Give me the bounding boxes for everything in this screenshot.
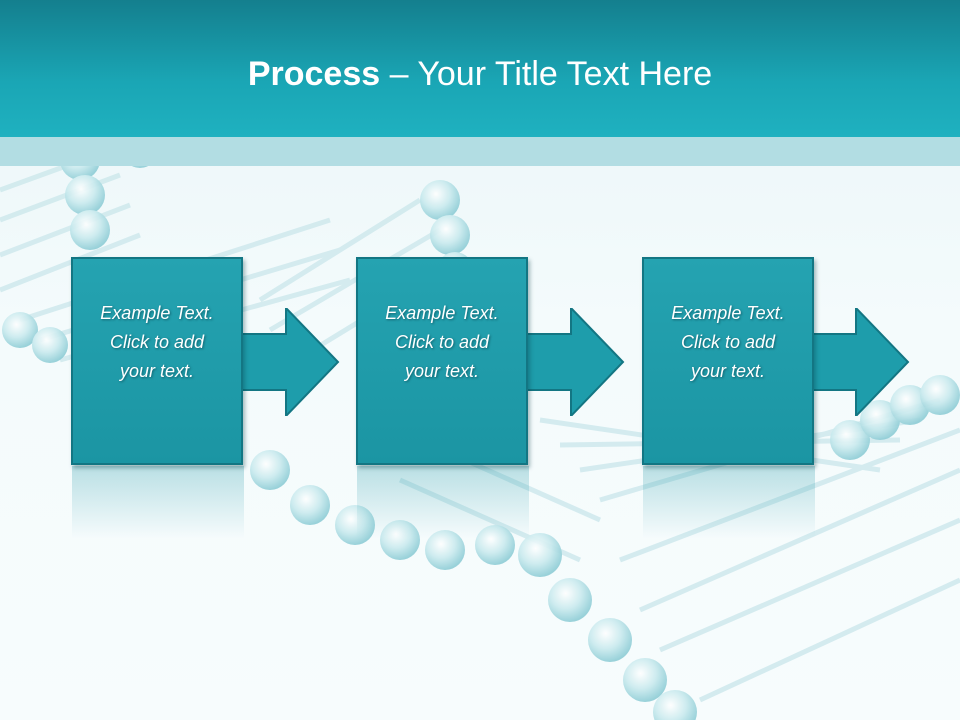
step-3-line-1: Example Text. bbox=[671, 302, 785, 323]
title-bar-band bbox=[0, 137, 960, 166]
arrow-right-icon bbox=[236, 308, 340, 416]
step-1-line-3: your text. bbox=[119, 360, 195, 381]
step-2-line-2: Click to add bbox=[394, 331, 490, 352]
step-2-line-3: your text. bbox=[404, 360, 480, 381]
step-2-box[interactable]: Example Text. Click to add your text. bbox=[356, 257, 528, 465]
step-2-reflection bbox=[357, 466, 529, 538]
step-3-text: Example Text. Click to add your text. bbox=[653, 299, 803, 386]
step-3-reflection bbox=[643, 466, 815, 538]
step-1-line-1: Example Text. bbox=[100, 302, 214, 323]
title-bold: Process bbox=[247, 55, 381, 93]
step-1-reflection bbox=[72, 466, 244, 538]
step-1-box[interactable]: Example Text. Click to add your text. bbox=[71, 257, 243, 465]
step-2-text: Example Text. Click to add your text. bbox=[367, 299, 517, 386]
slide-title[interactable]: Process – Your Title Text Here bbox=[0, 50, 960, 98]
step-3-line-2: Click to add bbox=[680, 331, 776, 352]
arrow-right-icon bbox=[806, 308, 910, 416]
arrow-right-icon bbox=[521, 308, 625, 416]
title-bar bbox=[0, 0, 960, 137]
step-3-box[interactable]: Example Text. Click to add your text. bbox=[642, 257, 814, 465]
step-2-line-1: Example Text. bbox=[385, 302, 499, 323]
title-rest: – Your Title Text Here bbox=[380, 55, 713, 93]
step-3-line-3: your text. bbox=[690, 360, 766, 381]
step-1-line-2: Click to add bbox=[109, 331, 205, 352]
step-1-text: Example Text. Click to add your text. bbox=[82, 299, 232, 386]
